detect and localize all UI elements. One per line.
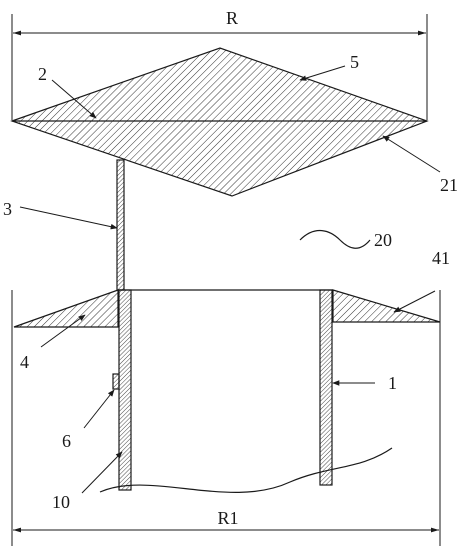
support-rod xyxy=(116,159,125,291)
fastener-6 xyxy=(112,373,120,390)
leader-2 xyxy=(51,79,97,119)
dimension-r-label: R xyxy=(226,8,238,28)
dimension-r1-label: R1 xyxy=(217,508,238,528)
leader-3 xyxy=(19,206,118,230)
leader-5 xyxy=(299,65,346,81)
label-3: 3 xyxy=(3,199,12,219)
pipe xyxy=(112,289,333,491)
leader-4 xyxy=(40,314,86,348)
label-10: 10 xyxy=(52,492,70,512)
leader-10 xyxy=(81,451,123,494)
label-6: 6 xyxy=(62,431,71,451)
leader-41 xyxy=(393,290,436,313)
label-41: 41 xyxy=(432,248,450,268)
dimension-r1: R1 xyxy=(11,290,441,546)
leader-21 xyxy=(382,135,441,173)
leader-lines xyxy=(19,65,441,494)
label-20: 20 xyxy=(374,230,392,250)
label-21: 21 xyxy=(440,175,458,195)
part-labels: 2 5 21 3 20 41 4 1 6 10 xyxy=(3,52,458,512)
break-line xyxy=(99,447,393,493)
label-4: 4 xyxy=(20,352,29,372)
label-2: 2 xyxy=(38,64,47,84)
label-5: 5 xyxy=(350,52,359,72)
space-symbol xyxy=(299,230,371,249)
cap-diamond xyxy=(10,47,429,197)
label-1: 1 xyxy=(388,373,397,393)
pipe-wall-right xyxy=(319,289,333,486)
leader-6 xyxy=(83,389,115,429)
dimension-r: R xyxy=(11,8,428,120)
flange xyxy=(13,289,441,328)
pipe-wall-left xyxy=(118,289,132,491)
